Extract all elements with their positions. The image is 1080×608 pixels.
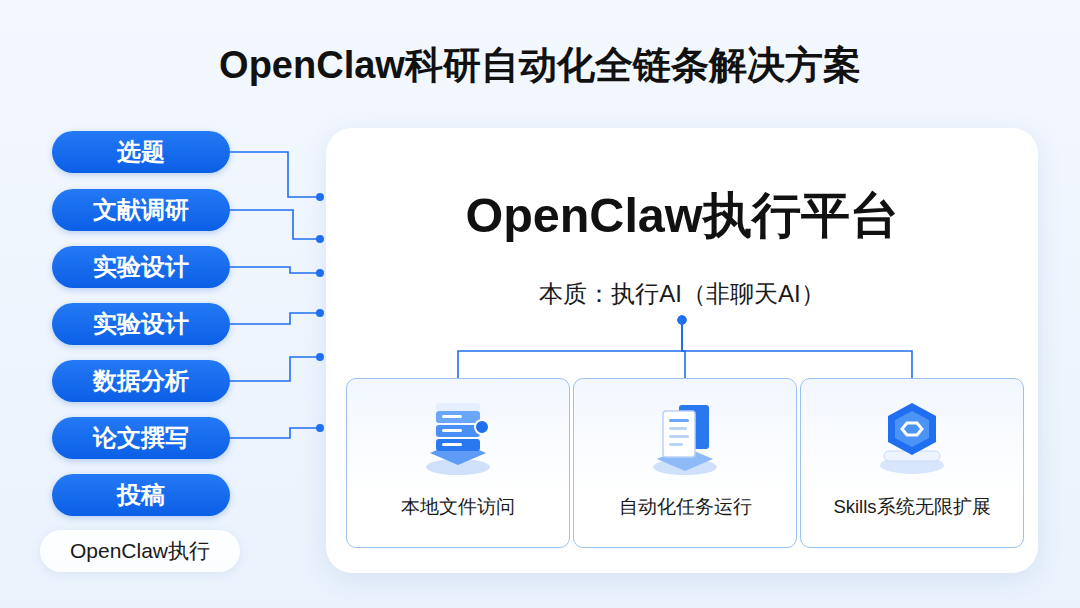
- junction-dot: [316, 424, 324, 432]
- pill-label: 论文撰写: [93, 422, 189, 454]
- junction-dot: [316, 269, 324, 277]
- step-pill: 数据分析: [52, 360, 230, 402]
- connector-line: [230, 210, 320, 239]
- junction-dot: [316, 309, 324, 317]
- card-label: 本地文件访问: [347, 494, 569, 519]
- connector-line: [682, 320, 912, 378]
- execution-pill: OpenClaw执行: [40, 530, 240, 572]
- pill-label: 数据分析: [93, 365, 189, 397]
- pill-label: OpenClaw执行: [70, 537, 210, 565]
- step-pill: 文献调研: [52, 189, 230, 231]
- connector-line: [230, 357, 320, 381]
- step-pill: 投稿: [52, 474, 230, 516]
- step-pill: 实验设计: [52, 303, 230, 345]
- junction-dot: [316, 193, 324, 201]
- feature-card: 本地文件访问: [346, 378, 570, 548]
- server-icon: [416, 395, 500, 479]
- junction-dot: [678, 316, 687, 325]
- panel-heading: OpenClaw执行平台: [326, 183, 1038, 248]
- diagram-title: OpenClaw科研自动化全链条解决方案: [0, 40, 1080, 91]
- hexagon-icon: [870, 395, 954, 479]
- connector-line: [230, 428, 320, 438]
- pill-label: 投稿: [117, 479, 165, 511]
- connector-line: [230, 152, 320, 197]
- connector-line: [230, 267, 320, 273]
- pill-label: 文献调研: [93, 194, 189, 226]
- junction-dot: [316, 353, 324, 361]
- platform-panel: OpenClaw执行平台本质：执行AI（非聊天AI） 本地文件访问 自动化任务运…: [326, 128, 1038, 573]
- pill-label: 实验设计: [93, 251, 189, 283]
- panel-subtitle: 本质：执行AI（非聊天AI）: [326, 278, 1038, 310]
- junction-dot: [316, 235, 324, 243]
- junction-dot: [678, 316, 687, 325]
- step-pill: 选题: [52, 131, 230, 173]
- card-label: Skills系统无限扩展: [801, 494, 1023, 519]
- pill-label: 选题: [117, 136, 165, 168]
- step-pill: 论文撰写: [52, 417, 230, 459]
- document-icon: [643, 395, 727, 479]
- junction-dot: [678, 316, 687, 325]
- connector-line: [458, 320, 682, 378]
- connector-line: [230, 313, 320, 324]
- pill-label: 实验设计: [93, 308, 189, 340]
- feature-card: Skills系统无限扩展: [800, 378, 1024, 548]
- card-label: 自动化任务运行: [574, 494, 796, 519]
- feature-card: 自动化任务运行: [573, 378, 797, 548]
- step-pill: 实验设计: [52, 246, 230, 288]
